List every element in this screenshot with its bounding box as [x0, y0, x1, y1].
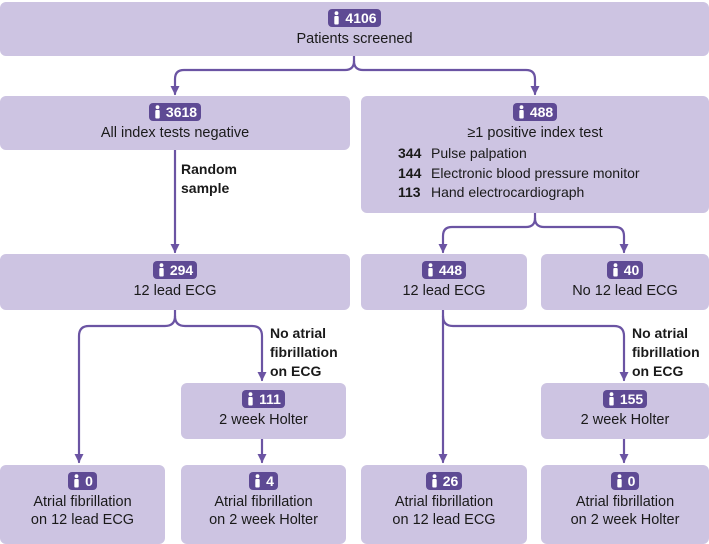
person-icon — [334, 11, 340, 25]
node-pos-holter: 155 2 week Holter — [541, 383, 709, 439]
count-badge: 4106 — [328, 9, 381, 27]
node-pos-12-lead-ecg: 448 12 lead ECG — [361, 254, 527, 310]
connector-neg-ecg-split — [74, 308, 177, 464]
person-icon — [74, 474, 79, 488]
node-label: Atrial fibrillation — [394, 494, 494, 510]
person-icon — [248, 392, 253, 406]
node-pos-af-holter: 0 Atrial fibrillation on 2 week Holter — [541, 465, 709, 544]
connector-positive-split — [438, 211, 537, 254]
node-label: 2 week Holter — [219, 412, 308, 428]
person-icon — [428, 263, 433, 277]
node-label: on 2 week Holter — [209, 512, 318, 528]
node-pos-af-ecg: 26 Atrial fibrillation on 12 lead ECG — [361, 465, 527, 544]
node-no-12-lead-ecg: 40 No 12 lead ECG — [541, 254, 709, 310]
count-badge: 40 — [606, 261, 644, 279]
person-icon — [613, 263, 618, 277]
node-all-negative: 3618 All index tests negative — [0, 96, 350, 150]
person-icon — [155, 105, 160, 119]
person-icon — [609, 392, 614, 406]
connector-screened-split — [170, 54, 356, 96]
node-neg-12-lead-ecg: 294 12 lead ECG — [0, 254, 350, 310]
count-badge: 294 — [152, 261, 198, 279]
node-patients-screened: 4106 Patients screened — [0, 2, 709, 56]
count-badge: 3618 — [148, 103, 202, 121]
node-neg-af-ecg: 0 Atrial fibrillation on 12 lead ECG — [0, 465, 165, 544]
count-badge: 26 — [425, 472, 463, 490]
person-icon — [159, 263, 164, 277]
node-label: on 2 week Holter — [570, 512, 680, 528]
connector-neg-ecg-holter — [173, 314, 267, 382]
count-badge: 0 — [68, 472, 97, 490]
node-label: Patients screened — [296, 31, 413, 47]
count-badge: 4 — [249, 472, 278, 490]
person-icon — [255, 474, 260, 488]
node-neg-af-holter: 4 Atrial fibrillation on 2 week Holter — [181, 465, 346, 544]
node-neg-holter: 111 2 week Holter — [181, 383, 346, 439]
node-label: on 12 lead ECG — [30, 512, 135, 528]
node-label: All index tests negative — [100, 125, 250, 141]
connector-positive-no-ecg — [533, 216, 629, 254]
connector-screened-positive — [352, 59, 540, 96]
node-label: 12 lead ECG — [402, 283, 486, 299]
node-label: Atrial fibrillation — [575, 494, 675, 510]
person-icon — [519, 105, 524, 119]
count-badge: 488 — [512, 103, 558, 121]
node-label: Atrial fibrillation — [33, 494, 132, 510]
node-label: on 12 lead ECG — [392, 512, 496, 528]
node-label: Atrial fibrillation — [214, 494, 313, 510]
count-badge: 448 — [421, 261, 467, 279]
node-label: 2 week Holter — [580, 412, 670, 428]
node-label: ≥1 positive index test — [467, 125, 603, 141]
count-badge: 155 — [602, 390, 648, 408]
node-label: No 12 lead ECG — [572, 283, 678, 299]
count-badge: 0 — [610, 472, 640, 490]
node-label: 12 lead ECG — [133, 283, 217, 299]
person-icon — [432, 474, 437, 488]
count-badge: 111 — [242, 390, 285, 408]
person-icon — [616, 474, 622, 488]
connector-pos-ecg-holter — [441, 314, 629, 382]
